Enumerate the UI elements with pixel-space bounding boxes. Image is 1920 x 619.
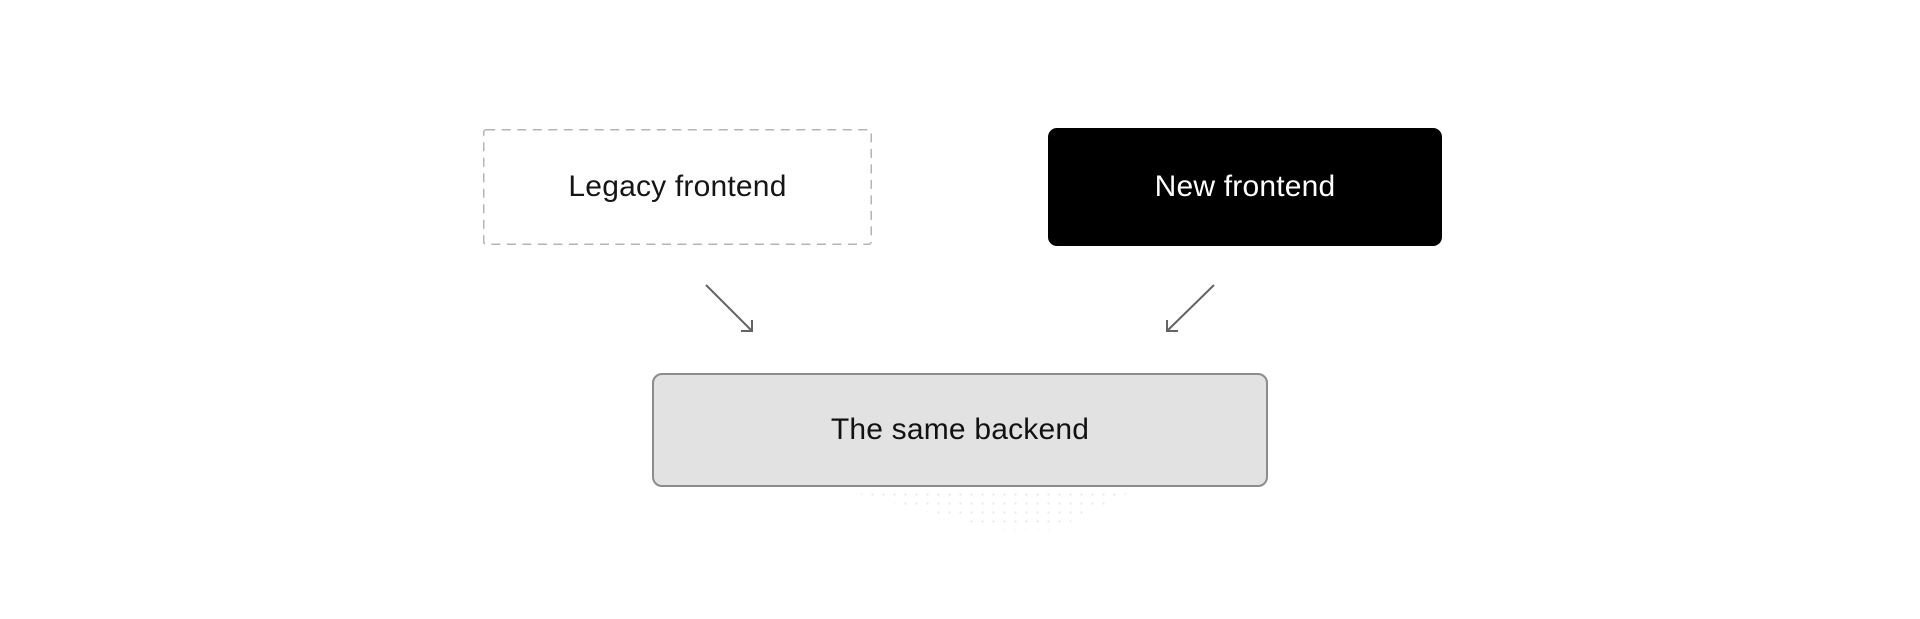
backend-label: The same backend [830,413,1090,446]
legacy-frontend-box: Legacy frontend [483,129,872,245]
new-frontend-box: New frontend [1048,128,1442,246]
backend-box: The same backend [652,373,1268,487]
arrow-new-to-backend [1166,284,1215,332]
dashed-border [483,129,872,245]
arrow-legacy-to-backend [705,284,753,332]
legacy-frontend-label: Legacy frontend [568,170,787,203]
new-frontend-label: New frontend [1154,170,1336,203]
dither-shadow-artifact [845,490,1135,530]
